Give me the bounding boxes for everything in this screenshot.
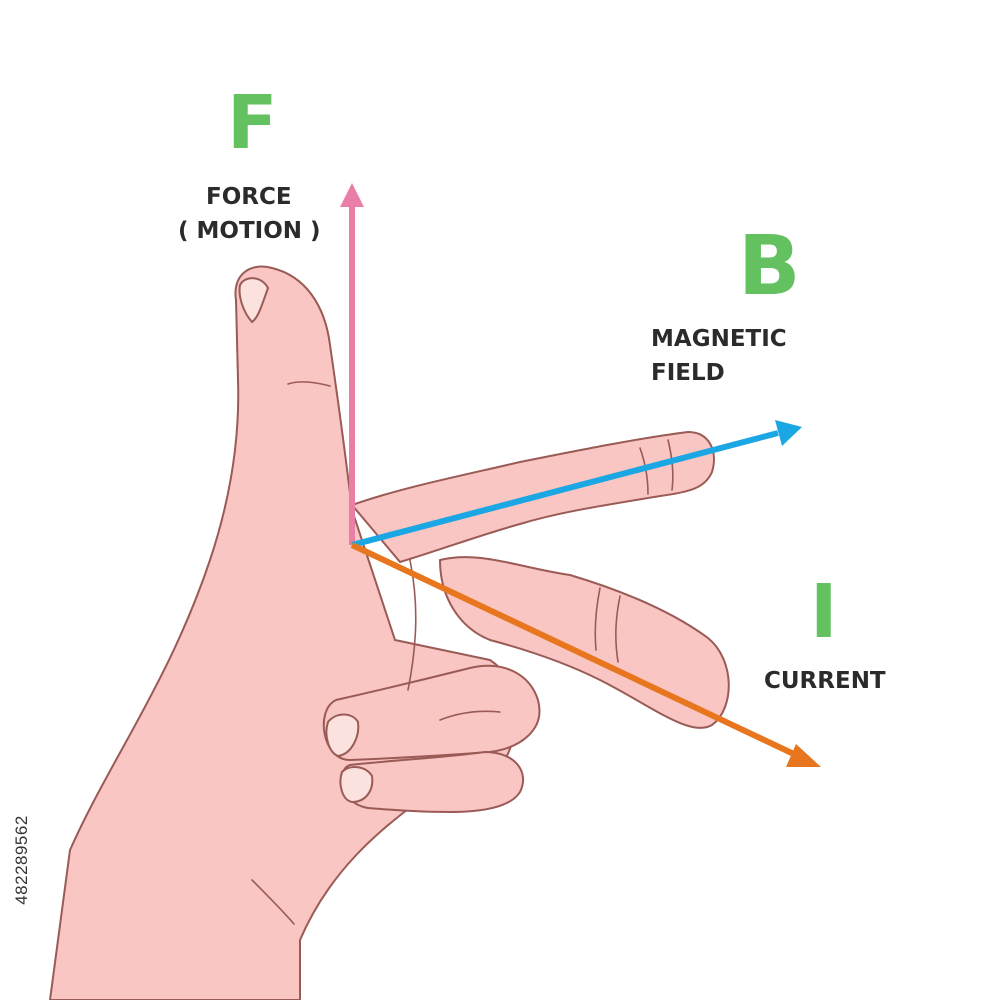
force-arrow [340, 183, 364, 545]
field-label-line1: MAGNETIC [651, 326, 787, 352]
palm-and-thumb [49, 265, 518, 1000]
stock-id-text: 482289562 [12, 815, 31, 905]
field-label: MAGNETIC FIELD [651, 322, 787, 390]
force-label: FORCE ( MOTION ) [178, 180, 321, 248]
little-finger [340, 751, 525, 813]
field-letter: B [738, 219, 801, 314]
little-finger-nail [339, 766, 374, 804]
current-label: CURRENT [764, 668, 886, 694]
field-arrow [351, 420, 802, 548]
middle-finger [439, 556, 730, 729]
force-label-line1: FORCE [206, 184, 292, 210]
force-label-line2: ( MOTION ) [178, 218, 321, 244]
ring-finger [322, 664, 541, 761]
current-arrow [350, 542, 821, 767]
hand-details [238, 277, 374, 804]
hand-illustration [49, 265, 730, 1000]
stock-id-watermark: 482289562 [10, 760, 34, 960]
thumb-nail [238, 277, 270, 324]
ring-finger-nail [325, 713, 360, 758]
force-letter: F [227, 80, 278, 166]
current-letter: I [810, 569, 838, 655]
field-label-line2: FIELD [651, 360, 725, 386]
